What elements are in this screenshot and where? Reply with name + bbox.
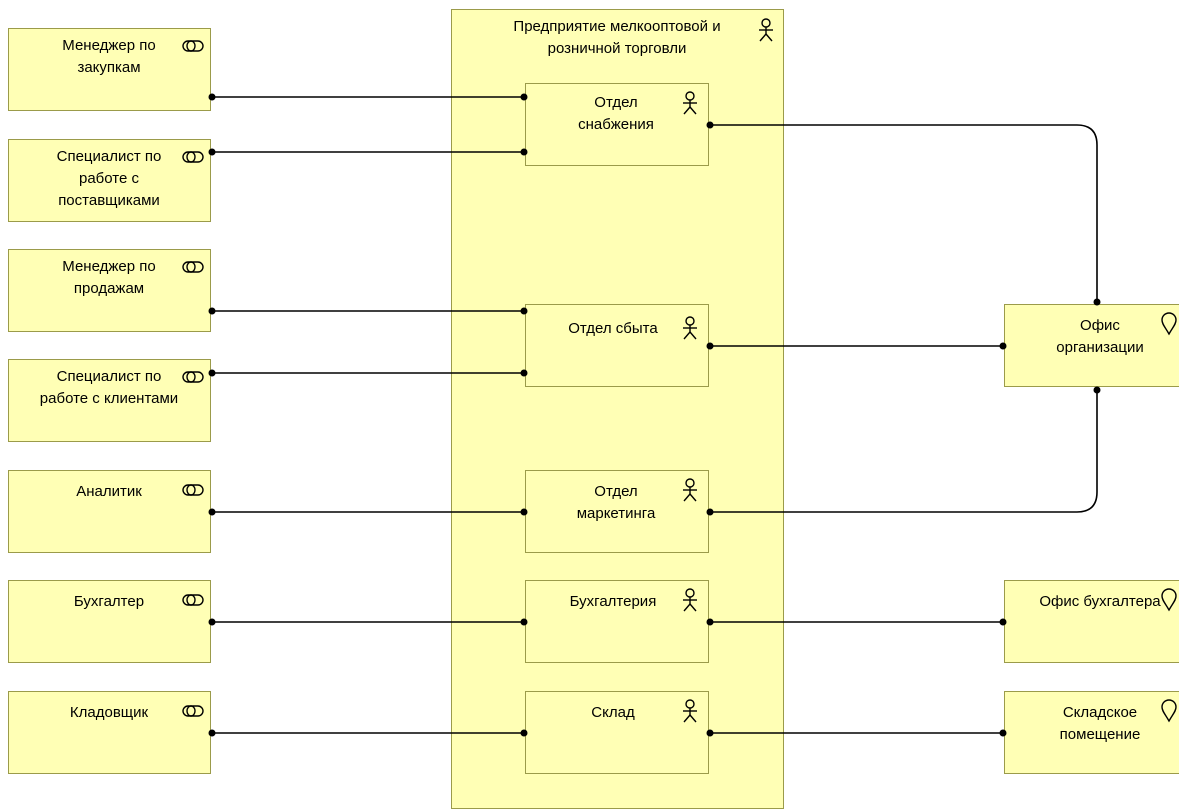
location-label: Офис организации [1056, 317, 1144, 356]
department-label: Склад [591, 704, 635, 721]
role-node[interactable]: Специалист по работе с поставщиками [8, 139, 211, 222]
location-label: Офис бухгалтера [1039, 593, 1161, 610]
department-node[interactable]: Склад [525, 691, 709, 774]
actor-icon [683, 478, 697, 502]
department-node[interactable]: Отдел маркетинга [525, 470, 709, 553]
actor-icon [683, 91, 697, 115]
location-node[interactable]: Офис организации [1004, 304, 1179, 387]
role-node[interactable]: Менеджер по продажам [8, 249, 211, 332]
role-icon [182, 484, 204, 496]
role-label: Специалист по работе с клиентами [39, 368, 179, 407]
role-node[interactable]: Бухгалтер [8, 580, 211, 663]
role-node[interactable]: Специалист по работе с клиентами [8, 359, 211, 442]
department-node[interactable]: Отдел сбыта [525, 304, 709, 387]
role-icon [182, 40, 204, 52]
enterprise-label: Предприятие мелкооптовой и розничной тор… [513, 18, 721, 57]
location-icon [1161, 588, 1177, 612]
department-label: Отдел снабжения [578, 94, 654, 133]
actor-icon [759, 18, 773, 42]
role-node[interactable]: Аналитик [8, 470, 211, 553]
role-icon [182, 371, 204, 383]
department-node[interactable]: Бухгалтерия [525, 580, 709, 663]
role-icon [182, 261, 204, 273]
location-icon [1161, 699, 1177, 723]
department-label: Отдел маркетинга [576, 483, 656, 522]
location-label: Складское помещение [1059, 704, 1141, 743]
department-node[interactable]: Отдел снабжения [525, 83, 709, 166]
role-label: Аналитик [76, 483, 142, 500]
department-label: Бухгалтерия [569, 593, 657, 610]
role-icon [182, 594, 204, 606]
role-label: Бухгалтер [73, 593, 145, 610]
role-label: Специалист по работе с поставщиками [56, 148, 162, 209]
role-label: Менеджер по закупкам [62, 37, 156, 76]
role-icon [182, 705, 204, 717]
location-node[interactable]: Офис бухгалтера [1004, 580, 1179, 663]
location-icon [1161, 312, 1177, 336]
role-node[interactable]: Менеджер по закупкам [8, 28, 211, 111]
role-icon [182, 151, 204, 163]
role-label: Менеджер по продажам [62, 258, 156, 297]
actor-icon [683, 699, 697, 723]
role-label: Кладовщик [69, 704, 149, 721]
connector-end [1093, 386, 1101, 394]
actor-icon [683, 588, 697, 612]
role-node[interactable]: Кладовщик [8, 691, 211, 774]
department-label: Отдел сбыта [568, 320, 658, 337]
location-node[interactable]: Складское помещение [1004, 691, 1179, 774]
actor-icon [683, 316, 697, 340]
